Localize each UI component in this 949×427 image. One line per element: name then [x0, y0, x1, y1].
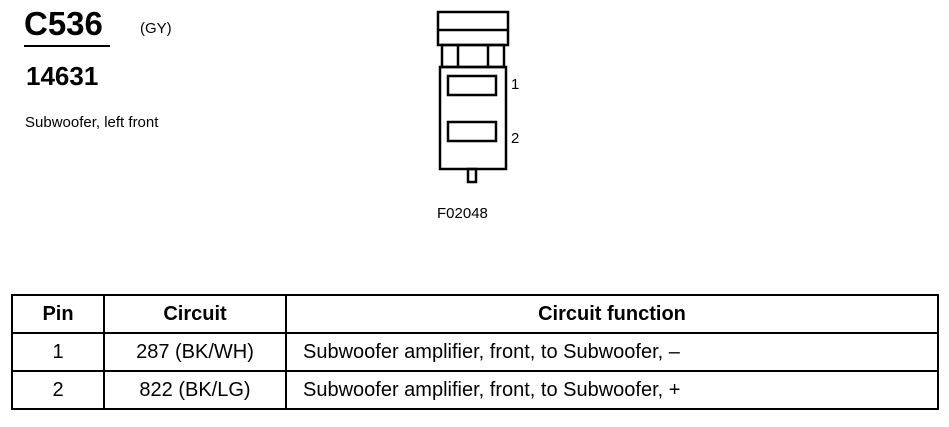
- cell-pin: 2: [11, 370, 105, 410]
- connector-description: Subwoofer, left front: [25, 114, 159, 131]
- color-code: (GY): [140, 20, 172, 37]
- cell-function: Subwoofer amplifier, front, to Subwoofer…: [285, 332, 939, 372]
- cell-pin: 1: [11, 332, 105, 372]
- cell-circuit: 287 (BK/WH): [103, 332, 287, 372]
- table-row: 2 822 (BK/LG) Subwoofer amplifier, front…: [11, 370, 939, 410]
- header-circuit-function: Circuit function: [285, 294, 939, 334]
- pin-label-2: 2: [511, 130, 519, 147]
- header-circuit: Circuit: [103, 294, 287, 334]
- cell-function: Subwoofer amplifier, front, to Subwoofer…: [285, 370, 939, 410]
- pin-table: Pin Circuit Circuit function 1 287 (BK/W…: [11, 294, 939, 410]
- title-underline: [24, 45, 110, 47]
- table-header-row: Pin Circuit Circuit function: [11, 294, 939, 334]
- table-row: 1 287 (BK/WH) Subwoofer amplifier, front…: [11, 332, 939, 372]
- figure-id: F02048: [437, 205, 488, 222]
- cell-circuit: 822 (BK/LG): [103, 370, 287, 410]
- part-number: 14631: [26, 61, 99, 91]
- connector-cap: [436, 10, 510, 47]
- connector-tab: [466, 167, 478, 184]
- pin-cavity-2: [446, 120, 498, 143]
- pin-cavity-1: [446, 74, 498, 97]
- connector-latch: [440, 43, 506, 69]
- header-pin: Pin: [11, 294, 105, 334]
- connector-id: C536: [24, 5, 103, 42]
- connector-diagram: 1 2: [436, 10, 519, 184]
- pin-label-1: 1: [511, 76, 519, 93]
